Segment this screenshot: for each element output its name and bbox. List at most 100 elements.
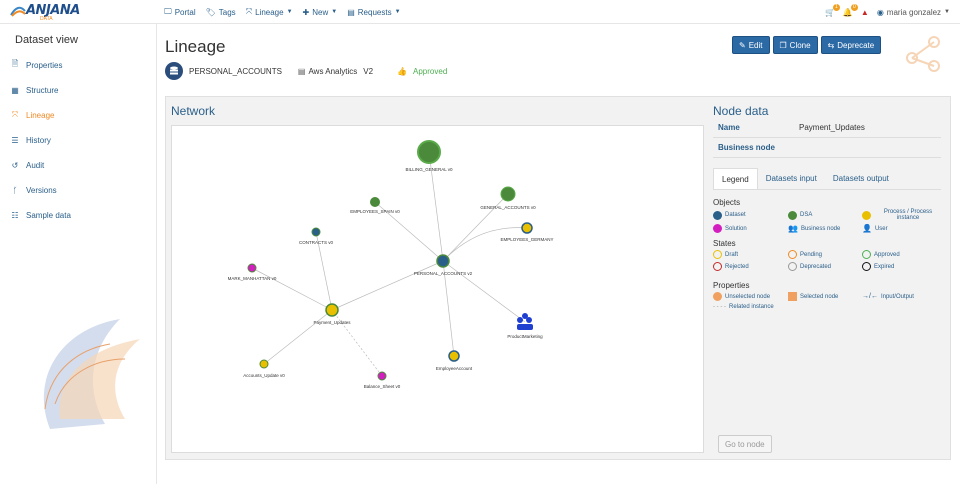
graph-edge <box>442 193 509 262</box>
draft-ring-icon <box>713 250 722 259</box>
graph-nodes <box>247 140 533 381</box>
rejected-ring-icon <box>713 262 722 271</box>
lineage-icon: ⤧ <box>245 7 253 16</box>
nav-label: New <box>312 7 329 17</box>
sidebar-item-history[interactable]: ☰History <box>10 132 51 148</box>
nav-new[interactable]: ✚New▼ <box>303 8 338 17</box>
go-to-node-button[interactable]: Go to node <box>718 435 772 453</box>
nav-label: Portal <box>174 7 196 17</box>
node-data-panel: Node data Name Payment_Updates Business … <box>713 104 941 310</box>
nav-label: Tags <box>218 7 236 17</box>
deprecated-ring-icon <box>788 262 797 271</box>
user-menu[interactable]: ◉ maria gonzalez ▼ <box>877 8 950 17</box>
graph-node[interactable] <box>259 359 269 369</box>
tab-legend[interactable]: Legend <box>713 168 758 189</box>
cart-button[interactable]: 🛒1 <box>824 3 840 17</box>
node-label: EMPLOYEES_GERMANY <box>500 237 553 242</box>
logo[interactable]: ANJANA DATA <box>10 3 80 22</box>
legend-label: User <box>874 225 888 232</box>
network-graph[interactable]: BILLING_GENERAL v0 EMPLOYEES_SPAIN v0 GE… <box>171 125 704 453</box>
graph-node[interactable] <box>417 140 441 164</box>
pending-ring-icon <box>788 250 797 259</box>
legend-item: 👤User <box>862 224 942 233</box>
graph-edge <box>442 227 528 262</box>
caret-down-icon: ▼ <box>394 9 401 15</box>
solution-dot-icon <box>713 224 722 233</box>
sidebar-item-label: Properties <box>26 60 63 70</box>
tab-datasets-input[interactable]: Datasets input <box>765 174 817 183</box>
caret-down-icon: ▼ <box>286 9 293 15</box>
nav-tags[interactable]: 🏷Tags <box>206 8 236 17</box>
warning-icon[interactable]: ▲ <box>860 7 869 17</box>
expired-ring-icon <box>862 262 871 271</box>
page-title: Lineage <box>165 37 226 56</box>
graph-node[interactable] <box>521 222 533 234</box>
notifications-button[interactable]: 🔔0 <box>843 3 858 17</box>
legend-item: Solution <box>713 224 788 233</box>
graph-node[interactable] <box>325 303 339 317</box>
nav-requests[interactable]: ▤Requests▼ <box>347 8 400 17</box>
approved-ring-icon <box>862 250 871 259</box>
nav-lineage[interactable]: ⤧Lineage▼ <box>246 7 293 17</box>
node-data-tabs: Legend Datasets input Datasets output <box>713 168 941 190</box>
legend-properties: Unselected node Selected node →/←Input/O… <box>713 292 941 310</box>
graph-node[interactable] <box>311 227 321 237</box>
status-badge: Approved <box>413 66 448 76</box>
sidebar-item-properties[interactable]: 🗎Properties <box>10 57 63 73</box>
share-icon <box>906 36 940 72</box>
sidebar-item-structure[interactable]: ▦Structure <box>10 82 58 98</box>
unselected-node-icon <box>713 292 722 301</box>
legend-item: - - - -Related instance <box>713 304 862 310</box>
legend-states-title: States <box>713 239 736 248</box>
deprecate-button[interactable]: ⇆Deprecate <box>820 36 882 54</box>
main-nav: 🖵Portal 🏷Tags ⤧Lineage▼ ✚New▼ ▤Requests▼ <box>164 0 401 24</box>
dataset-dot-icon <box>713 210 722 220</box>
lineage-panel: Network <box>165 96 951 460</box>
legend-label: Business node <box>800 225 841 232</box>
business-node-icon: 👥 <box>788 224 798 233</box>
edit-button[interactable]: ✎Edit <box>732 36 770 54</box>
legend-objects-title: Objects <box>713 198 741 207</box>
clone-button[interactable]: ❐Clone <box>772 36 818 54</box>
sidebar-item-label: Structure <box>26 85 59 95</box>
node-label: Payment_Updates <box>313 320 351 325</box>
network-canvas[interactable]: BILLING_GENERAL v0 EMPLOYEES_SPAIN v0 GE… <box>172 126 705 454</box>
graph-edge <box>263 309 333 365</box>
legend-item: Rejected <box>713 262 788 271</box>
sidebar-item-label: Sample data <box>26 210 71 220</box>
graph-node[interactable] <box>247 263 257 273</box>
legend-item: 👥Business node <box>788 224 862 233</box>
graph-edge <box>251 267 333 311</box>
copy-icon: ❐ <box>779 40 787 50</box>
dsa-dot-icon <box>788 210 797 220</box>
node-label: MARK_MANHATTAN v0 <box>228 276 277 281</box>
legend-label: Approved <box>874 251 900 258</box>
graph-node[interactable] <box>370 197 380 207</box>
requests-icon: ▤ <box>347 7 355 17</box>
legend-item: →/←Input/Output <box>862 292 942 301</box>
legend-item: Process / Process instance <box>862 209 942 221</box>
sidebar-item-label: Lineage <box>26 110 55 120</box>
node-label: CONTRACTS v0 <box>299 240 334 245</box>
tab-datasets-output[interactable]: Datasets output <box>832 174 889 183</box>
sidebar-item-audit[interactable]: ↺Audit <box>10 157 45 173</box>
sidebar-item-lineage[interactable]: ⤧Lineage <box>10 107 55 123</box>
dataset-name: PERSONAL_ACCOUNTS <box>189 66 282 76</box>
sidebar-item-sample-data[interactable]: ☷Sample data <box>10 207 71 223</box>
graph-node[interactable] <box>500 186 516 202</box>
sidebar-item-label: History <box>26 135 51 145</box>
business-node-label: Business node <box>718 143 775 152</box>
business-node[interactable] <box>517 313 533 330</box>
graph-edge <box>331 309 383 377</box>
nav-portal[interactable]: 🖵Portal <box>164 7 196 17</box>
cart-icon: 🛒 <box>824 7 835 17</box>
nav-label: Requests <box>357 7 392 17</box>
logo-text: ANJANA <box>26 3 80 18</box>
graph-node[interactable] <box>448 350 460 362</box>
graph-edges <box>251 151 528 377</box>
process-dot-icon <box>862 210 871 220</box>
graph-node[interactable] <box>436 254 450 268</box>
business-node-row: Business node <box>713 138 941 158</box>
graph-node[interactable] <box>377 371 387 381</box>
